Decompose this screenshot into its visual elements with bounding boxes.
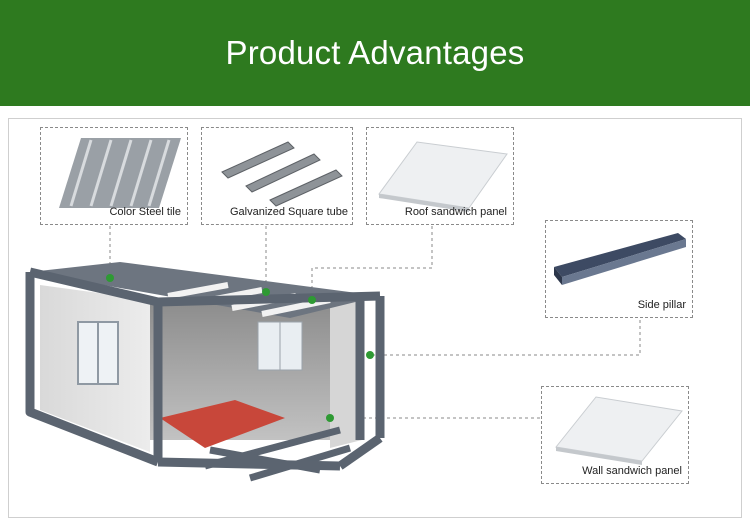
callout-galvanized-square-tube: Galvanized Square tube <box>201 127 353 225</box>
end-wall-panel <box>330 300 362 448</box>
callout-label-color-steel-tile: Color Steel tile <box>109 206 181 218</box>
callout-roof-sandwich-panel: Roof sandwich panel <box>366 127 514 225</box>
interior-wall <box>150 300 360 440</box>
corrugated-steel-sheet-icon <box>59 138 181 208</box>
callout-label-galvanized-square-tube: Galvanized Square tube <box>229 206 348 218</box>
diagram-frame <box>8 118 742 518</box>
callout-color-steel-tile: Color Steel tile <box>40 127 188 225</box>
square-tube-bars-icon <box>221 141 343 207</box>
flat-panel-icon <box>555 396 683 465</box>
flat-panel-icon <box>378 141 508 212</box>
marker-dots <box>106 274 374 422</box>
floor-deck <box>160 400 285 448</box>
callout-label-wall-sandwich-panel: Wall sandwich panel <box>582 465 682 477</box>
channel-beam-icon <box>554 233 686 285</box>
title-banner: Product Advantages <box>0 0 750 106</box>
callout-label-side-pillar: Side pillar <box>637 299 686 311</box>
steel-frame <box>25 267 385 471</box>
callout-label-roof-sandwich-panel: Roof sandwich panel <box>404 206 507 218</box>
callout-wall-sandwich-panel: Wall sandwich panel <box>541 386 689 484</box>
callout-side-pillar: Side pillar <box>545 220 693 318</box>
page-title: Product Advantages <box>225 34 525 71</box>
